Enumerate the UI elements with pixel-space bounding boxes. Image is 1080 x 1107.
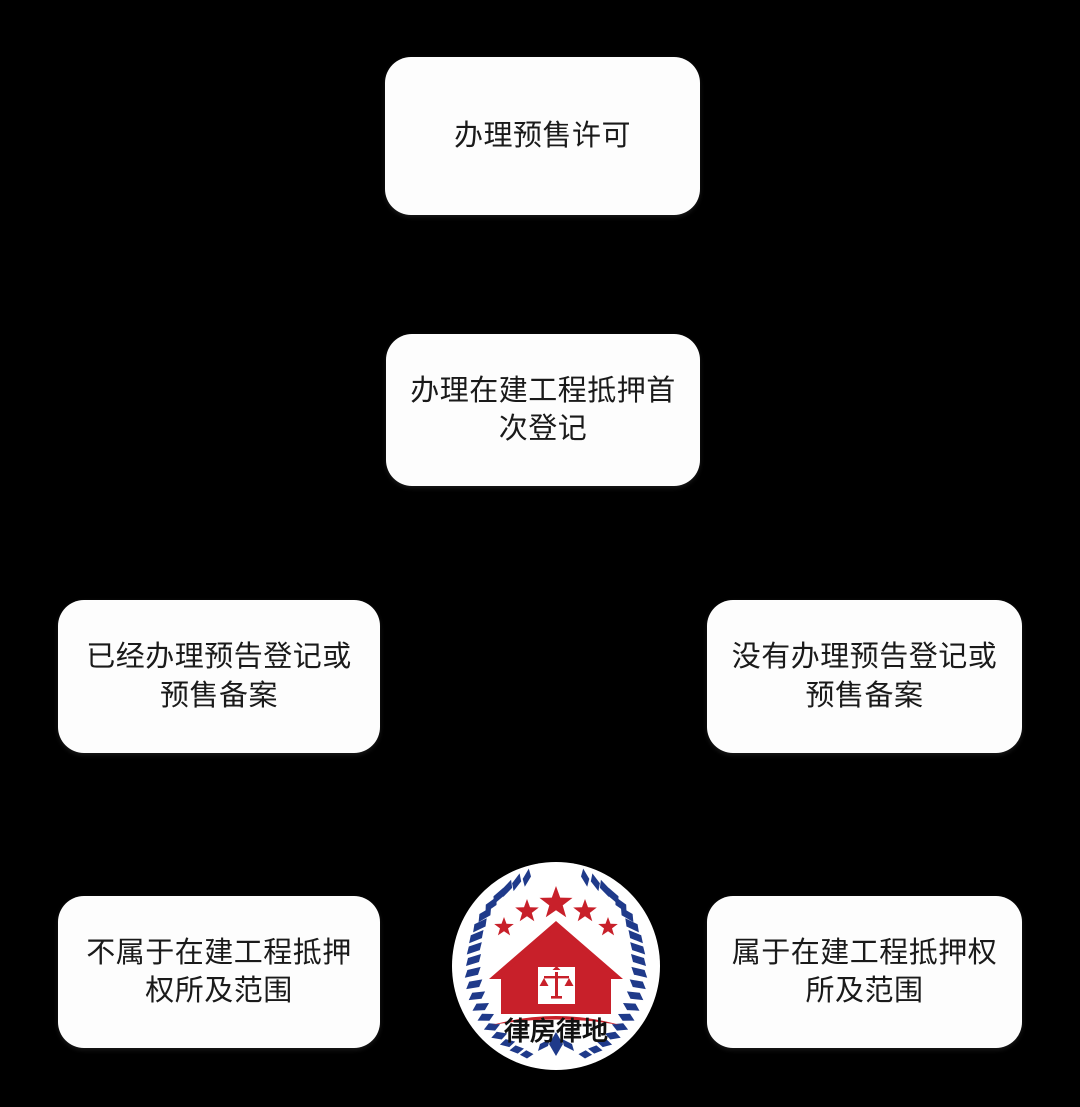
flow-node-outside-mortgage-scope[interactable]: 不属于在建工程抵押 权所及范围 [58,896,380,1048]
flow-node-label: 已经办理预告登记或 预售备案 [86,641,352,712]
flow-node-label: 不属于在建工程抵押 权所及范围 [86,936,352,1007]
flow-node-within-mortgage-scope[interactable]: 属于在建工程抵押权 所及范围 [707,896,1022,1048]
scales-of-justice-icon [539,966,574,999]
flow-node-no-advance-registration[interactable]: 没有办理预告登记或 预售备案 [707,600,1022,753]
flow-node-first-mortgage-registration[interactable]: 办理在建工程抵押首 次登记 [386,334,700,486]
flow-node-has-advance-registration[interactable]: 已经办理预告登记或 预售备案 [58,600,380,753]
flow-node-label: 没有办理预告登记或 预售备案 [731,641,998,712]
flow-node-handle-presale-permit[interactable]: 办理预售许可 [385,57,700,215]
emblem-brand-text: 律房律地 [504,1017,608,1047]
star-group [494,886,618,936]
flow-node-label: 属于在建工程抵押权 所及范围 [731,936,998,1007]
lvfang-lvdi-logo-icon: 律房律地 [452,862,660,1070]
flow-node-label: 办理预售许可 [453,119,631,152]
house-shape [489,921,623,1014]
flow-node-label: 办理在建工程抵押首 次登记 [410,374,676,445]
